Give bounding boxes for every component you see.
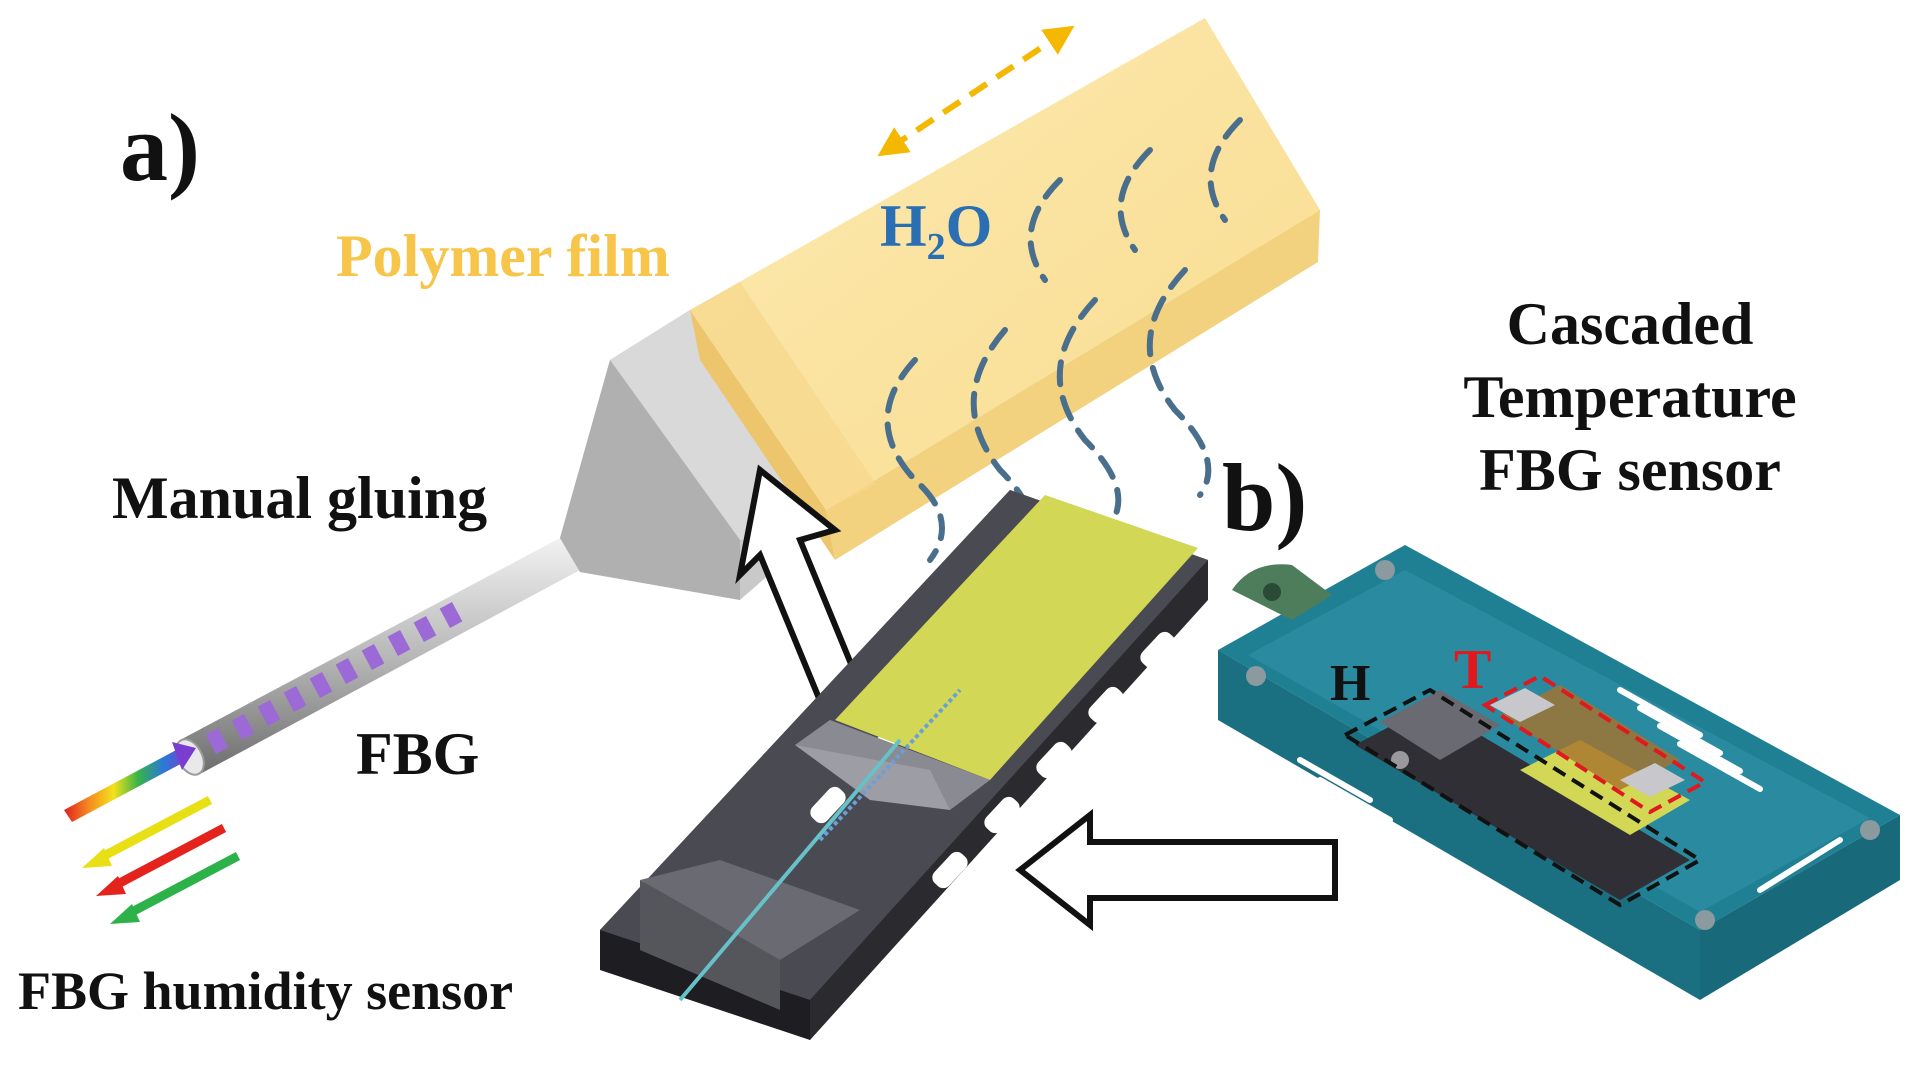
cascaded-label-line: FBG sensor (1479, 437, 1781, 504)
reflected-red-arrow (96, 824, 227, 896)
h-region-marker: H (1330, 655, 1371, 712)
sensing-pad (835, 495, 1198, 780)
insertion-arrow (1015, 808, 1338, 932)
inner-sensor-assembly (1355, 685, 1690, 900)
fbg-label: FBG (356, 721, 480, 787)
cascaded-label-line: Temperature (1463, 364, 1797, 431)
fiber-clamp (795, 720, 990, 810)
reflected-green-arrow (110, 852, 241, 924)
polymer-film-label: Polymer film (336, 223, 670, 289)
polymer-film-block (690, 18, 1320, 560)
t-region-marker: T (1454, 639, 1492, 701)
water-label: H2O (880, 193, 993, 268)
cascaded-sensor-label: Cascaded Temperature FBG sensor (1380, 288, 1880, 508)
broadband-input-arrow (64, 742, 196, 822)
manual-gluing-label: Manual gluing (112, 465, 488, 531)
reflected-yellow-arrow (82, 796, 213, 868)
movement-arrow (877, 25, 1075, 157)
cascaded-label-line: Cascaded (1506, 291, 1754, 357)
panel-a-label: a) (120, 94, 200, 201)
fbg-grating (205, 602, 463, 754)
humidity-sensor-label: FBG humidity sensor (18, 961, 514, 1021)
panel-b-label: b) (1222, 444, 1308, 551)
end-block (640, 688, 962, 1010)
t-region-outline (1481, 673, 1709, 815)
